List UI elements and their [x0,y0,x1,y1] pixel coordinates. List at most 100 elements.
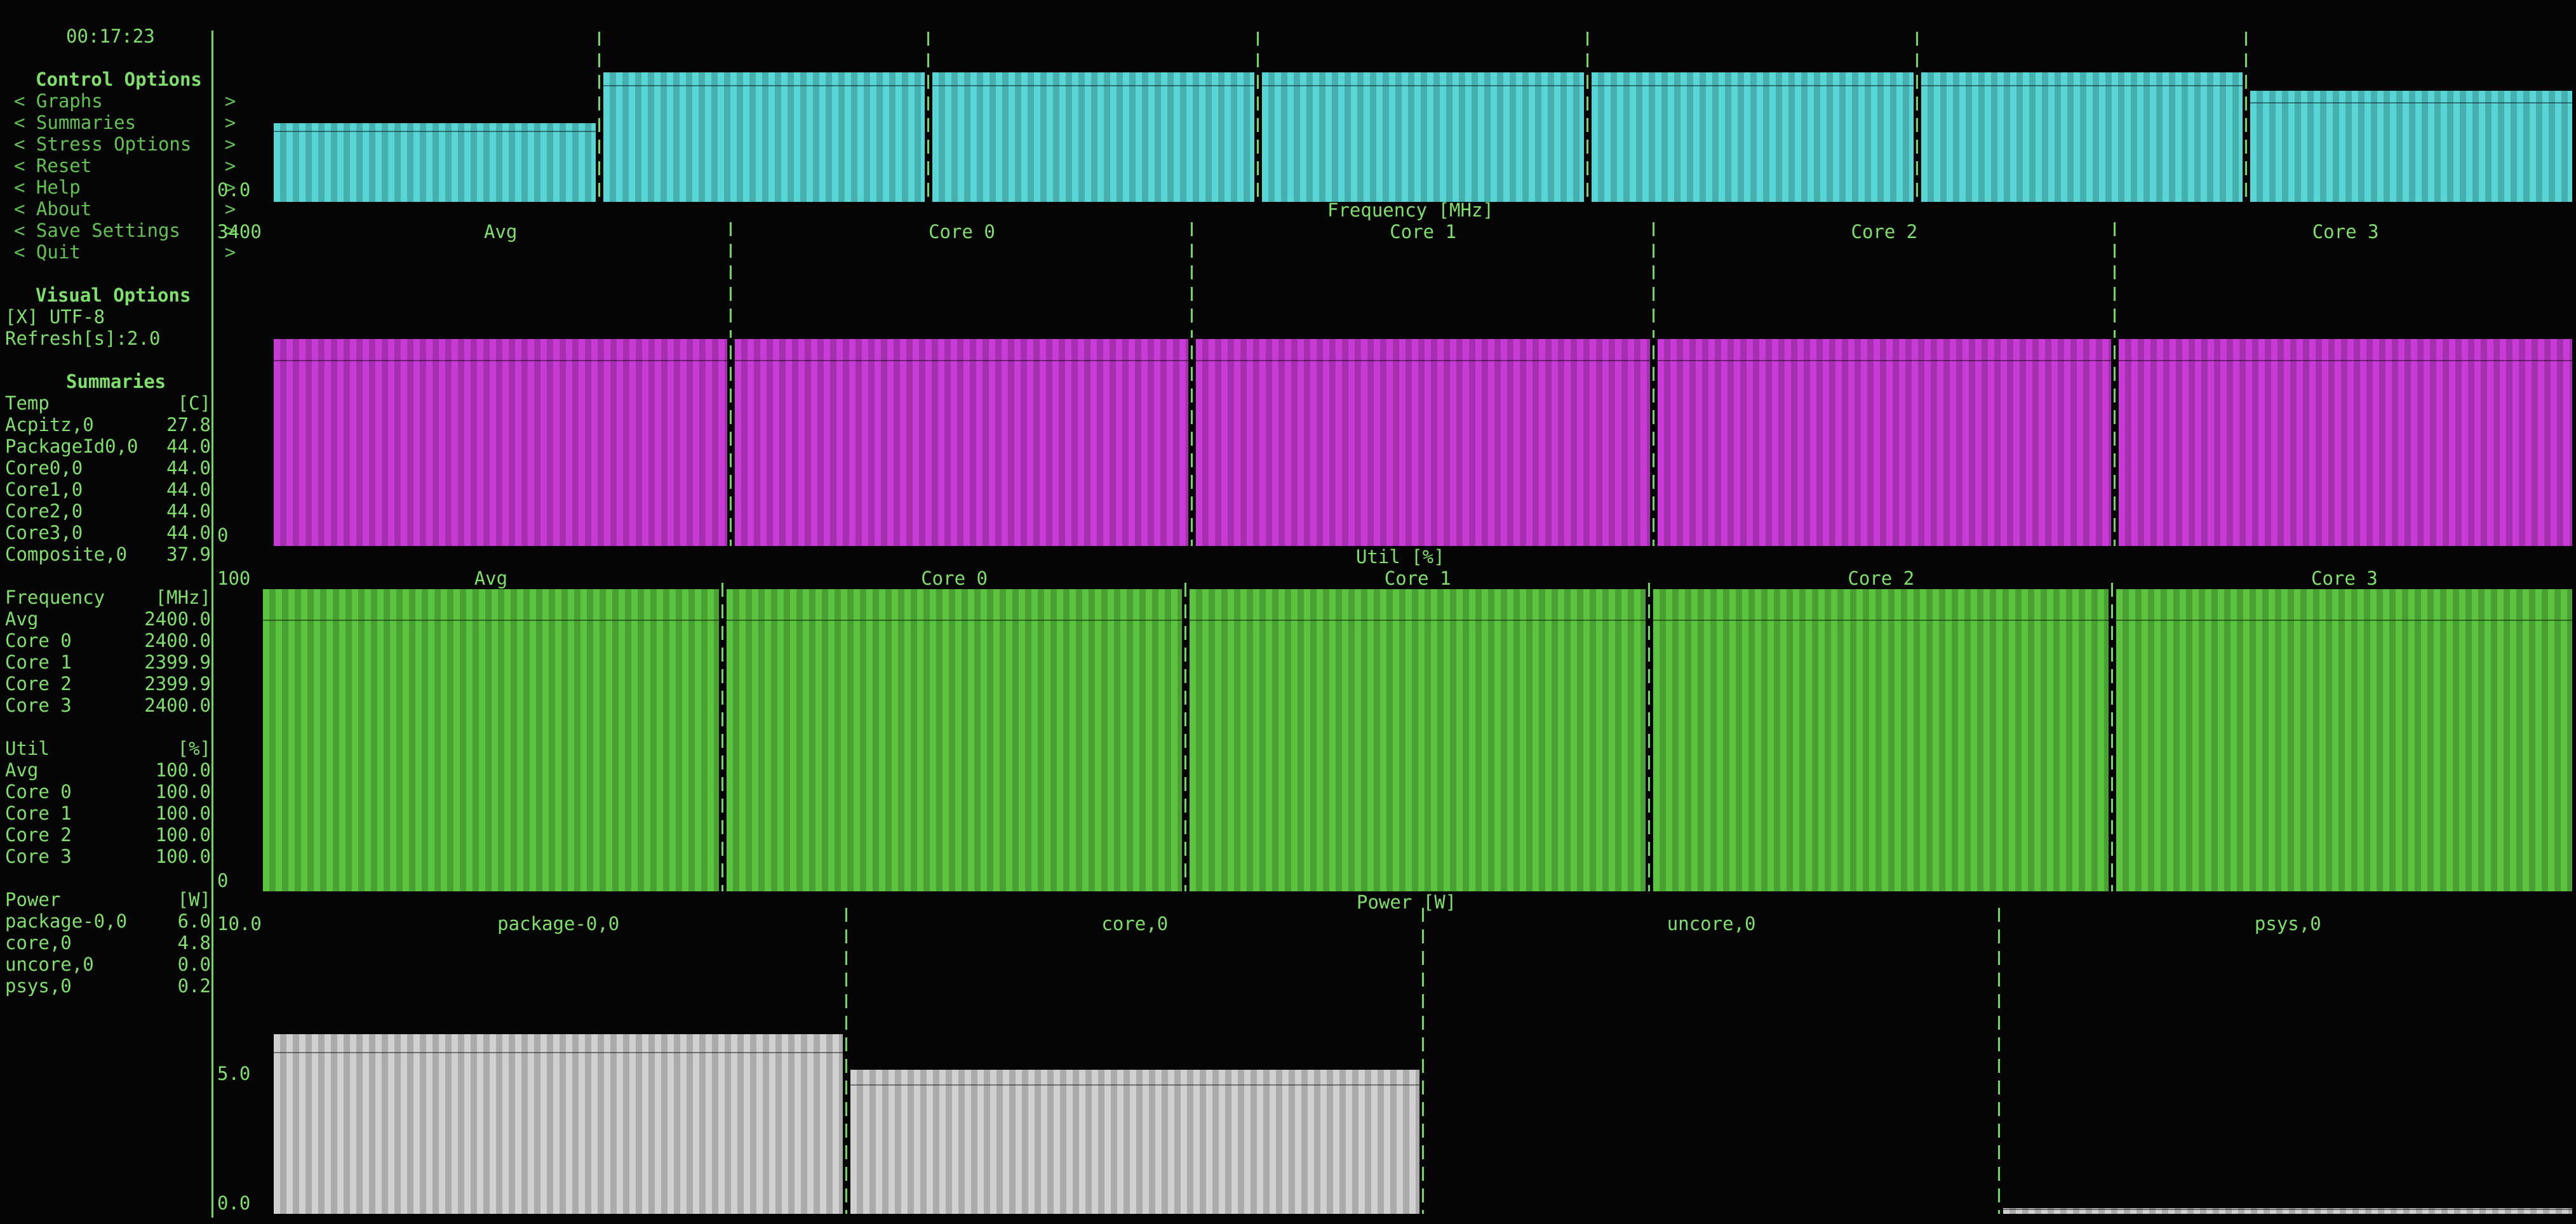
util-summary-row-label: Core 0 [5,781,72,802]
temp-summary-row-value: 44.0 [166,457,211,479]
frequency-header-separator [1652,222,1654,330]
util-summary-row-value: 100.0 [155,781,211,802]
power-graph-avg-line [2003,1209,2572,1210]
frequency-summary-row-label: Core 1 [5,651,72,673]
power-summary-row-label: psys,0 [5,975,72,997]
frequency-graph-separator [1191,324,1193,546]
frequency-graph-separator [1652,324,1654,546]
frequency-title: Frequency [MHz] [1327,199,1494,221]
temp-graph-separator [1586,32,1588,202]
power-summary-row-value: 6.0 [177,910,211,932]
frequency-graph-label: Avg [484,221,518,243]
frequency-summary-row-label: Core 3 [5,695,72,716]
power-graph-label: package-0,0 [497,913,620,935]
frequency-summary-row-label: Avg [5,608,39,630]
util-graph-avg-line [1190,620,1646,621]
power-max-label: 10.0 [217,913,262,935]
temp-graph-bar-segment [1921,72,2243,202]
menu-quit[interactable]: < Quit > [14,241,236,263]
util-summary-row-value: 100.0 [155,846,211,867]
temp-summary-header-label: Temp [5,392,50,414]
temp-graph-avg-line [1262,85,1584,86]
visual-options-title: Visual Options [36,284,191,306]
menu-stress-options[interactable]: < Stress Options > [14,133,236,155]
frequency-graph-separator [2113,324,2116,546]
graph-axis-line [211,30,213,1218]
utf8-checkbox[interactable]: [X] UTF-8 [5,306,105,328]
menu-graphs[interactable]: < Graphs > [14,90,236,112]
util-graph-avg-line [1653,620,2109,621]
util-summary-row-value: 100.0 [155,759,211,781]
power-min-label: 0.0 [217,1192,251,1214]
frequency-graph-label: Core 2 [1851,221,1918,243]
temp-graph-separator [1915,32,1918,202]
temp-graph-bar-segment [1591,72,1914,202]
frequency-max-label: 3400 [217,221,262,243]
temp-graph-bar-segment [603,72,925,202]
temp-graph-avg-line [603,85,925,86]
frequency-summary-row-value: 2400.0 [144,695,211,716]
power-graph-label: psys,0 [2254,913,2321,935]
power-graph-bar-segment [274,1034,843,1214]
frequency-summary-row-value: 2399.9 [144,673,211,695]
temp-summary-row-label: Core3,0 [5,522,83,543]
temp-summary-header-value: [C] [177,392,211,414]
util-max-label: 100 [217,568,251,589]
power-summary-row-value: 0.0 [177,954,211,975]
menu-reset[interactable]: < Reset > [14,155,236,176]
menu-about[interactable]: < About > [14,198,236,220]
power-graph-bar-segment [2003,1208,2572,1214]
refresh-setting[interactable]: Refresh[s]:2.0 [5,328,161,349]
frequency-graph-avg-line [2118,360,2572,361]
summaries-title: Summaries [66,371,166,392]
menu-save-settings[interactable]: < Save Settings > [14,220,236,241]
frequency-graph-separator [730,324,732,546]
power-summary-row-label: core,0 [5,932,72,954]
frequency-graph-bar-segment [735,339,1189,546]
temp-summary-row-label: Core2,0 [5,500,83,522]
power-summary-row-label: package-0,0 [5,910,128,932]
temp-graph-avg-line [2250,102,2572,103]
frequency-summary-row-value: 2400.0 [144,608,211,630]
power-graph-label: uncore,0 [1667,913,1756,935]
temp-graph-separator [1257,32,1259,202]
power-summary-row: package-0,0 6.0 [0,910,211,932]
temp-graph-bar-segment [274,123,596,202]
menu-help[interactable]: < Help > [14,176,236,198]
power-summary-row-value: 4.8 [177,932,211,954]
util-graph-avg-line [263,620,719,621]
temp-graph-separator [927,32,930,202]
power-summary-row-value: 0.2 [177,975,211,997]
power-summary-row: uncore,0 0.0 [0,954,211,975]
temp-graph-separator [2245,32,2248,202]
menu-summaries[interactable]: < Summaries > [14,112,236,133]
temp-graph-avg-line [932,85,1255,86]
power-mid-label: 5.0 [217,1063,251,1084]
frequency-graph-bar-segment [1657,339,2111,546]
power-summary-header-value: [W] [177,889,211,910]
temp-summary-row-value: 44.0 [166,436,211,457]
frequency-summary-header-value: [MHz] [155,587,211,608]
temp-summary-row-label: Acpitz,0 [5,414,94,436]
frequency-min-label: 0 [217,524,229,546]
temp-summary-row-value: 44.0 [166,500,211,522]
util-graph-bar-segment [1653,589,2109,891]
util-graph-label: Core 2 [1848,568,1915,589]
power-summary-header: Power[W] [0,889,211,910]
temp-graph-avg-line [1591,85,1914,86]
util-summary-row-label: Avg [5,759,39,781]
frequency-graph-avg-line [735,360,1189,361]
temp-graph-avg-line [274,131,596,132]
util-graph-label: Core 0 [921,568,988,589]
temp-graph-bar-segment [2250,91,2572,202]
frequency-header-separator [1191,222,1193,330]
power-graph-separator [1998,908,2001,1214]
power-summary-row-label: uncore,0 [5,954,94,975]
frequency-graph-bar-segment [1196,339,1650,546]
util-graph-bar-segment [2116,589,2572,891]
frequency-graph-avg-line [1196,360,1650,361]
